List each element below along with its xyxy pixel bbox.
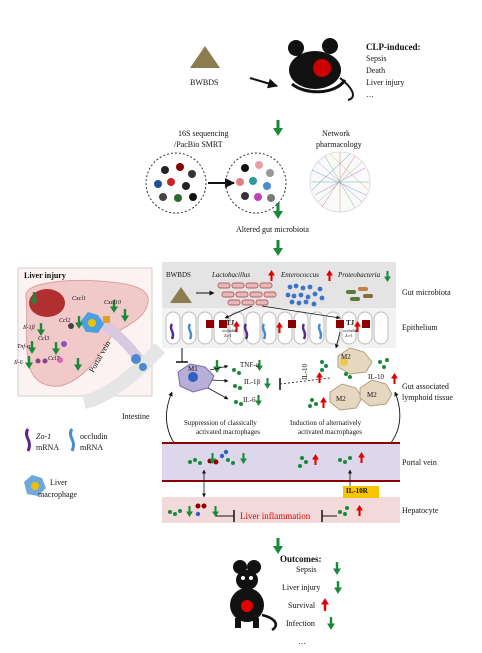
flow-arrow-4 xyxy=(273,538,283,554)
liver-macrophage-icon xyxy=(80,312,104,333)
clp-item: Death xyxy=(366,66,386,75)
treatment-arrow xyxy=(249,77,278,89)
bwbds-powder-icon xyxy=(190,46,220,68)
m1-macrophage-icon xyxy=(177,363,215,393)
clp-title: CLP-induced: xyxy=(366,42,421,52)
network-label: pharmacology xyxy=(316,140,362,149)
m1-label: M1 xyxy=(188,365,198,373)
zo1-legend-icon xyxy=(25,428,31,452)
cytokine-il1b: IL-1β xyxy=(244,378,260,386)
m2-label: M2 xyxy=(336,395,346,403)
suppression-label: activated macrophages xyxy=(196,428,260,436)
gene-ccl3: Ccl3 xyxy=(38,336,50,342)
gene-ccl2: Ccl2 xyxy=(59,318,71,324)
proteobacteria-cluster xyxy=(346,287,373,301)
clp-item: Sepsis xyxy=(366,54,387,63)
liver-lesion xyxy=(29,289,65,317)
bwbds-small-icon xyxy=(170,287,192,303)
zo1-legend-name: Zo-1 xyxy=(36,432,52,441)
row-label-galt: lymphoid tissue xyxy=(402,393,453,402)
intestine-label: Intestine xyxy=(122,412,150,421)
m2-label: M2 xyxy=(341,353,351,361)
network-pharmacology-graph xyxy=(309,151,371,213)
outcome-item: Infection xyxy=(286,619,315,628)
row-label-portal: Portal vein xyxy=(402,458,437,467)
bwbds-label: BWBDS xyxy=(190,78,219,87)
occludin-legend-name: occludin xyxy=(80,432,108,441)
enterococcus-label: Enterococcus xyxy=(281,271,319,279)
enterococcus-cluster xyxy=(285,283,325,307)
cytokine-tnf: TNF-α xyxy=(240,361,260,369)
tj-sub-right: occludin xyxy=(343,328,357,333)
flow-arrow-2 xyxy=(273,203,283,219)
outcome-item: … xyxy=(298,637,306,646)
tight-junction-left xyxy=(206,320,227,328)
tj-label-right: TJ xyxy=(346,319,355,327)
flow-arrow-1 xyxy=(273,120,283,136)
septic-mouse-icon xyxy=(288,38,354,101)
row-label-epithelium: Epithelium xyxy=(402,323,438,332)
mech-bwbds-label: BWBDS xyxy=(166,271,191,279)
flow-arrow-3 xyxy=(273,240,283,256)
tj-label-left: TJ xyxy=(226,319,235,327)
healthy-mouse-icon xyxy=(230,560,278,632)
intestine-tube xyxy=(82,343,166,409)
clp-item: … xyxy=(366,90,374,99)
altered-microbiota-label: Altered gut microbiota xyxy=(236,225,309,234)
tj-sub-left: Zo-1 xyxy=(224,333,232,338)
il10-label-vertical: IL-10 xyxy=(301,364,309,380)
liver-injury-title: Liver injury xyxy=(24,271,66,280)
il10r-box xyxy=(343,486,379,498)
portal-vein-band xyxy=(162,444,400,480)
sequencing-label: 16S sequencing xyxy=(178,129,229,138)
occludin-legend-icon xyxy=(69,428,75,452)
microbiome-after-circle xyxy=(225,152,287,214)
macrophage-legend-label: macrophage xyxy=(38,490,78,499)
gene-il6: Il-6 xyxy=(14,360,23,366)
row-label-hepatocyte: Hepatocyte xyxy=(402,506,439,515)
occludin-legend-unit: mRNA xyxy=(80,443,104,452)
macrophage-legend-label: Liver xyxy=(50,478,68,487)
induction-label: Induction of alternatively xyxy=(290,419,362,427)
liver-inflammation-label: Liver inflammation xyxy=(240,511,311,521)
suppression-label: Suppression of classically xyxy=(184,419,257,427)
proteobacteria-label: Proteobacteria xyxy=(338,271,381,279)
zo1-legend-unit: mRNA xyxy=(36,443,60,452)
lactobacillus-label: Lactobacillus xyxy=(212,271,251,279)
row-label-galt: Gut associated xyxy=(402,382,449,391)
macrophage-legend-icon xyxy=(24,475,46,496)
tj-sub-right: Zo-1 xyxy=(345,333,353,338)
gene-cxcl1: Cxcl1 xyxy=(72,296,86,302)
microbiome-before-circle xyxy=(145,152,207,214)
outcome-item: Liver injury xyxy=(282,583,321,592)
outcome-item: Survival xyxy=(288,601,316,610)
m2-label: M2 xyxy=(367,391,377,399)
row-label-microbiota: Gut microbiota xyxy=(402,288,451,297)
gene-ccl7: Ccl7 xyxy=(48,356,60,362)
outcome-item: Sepsis xyxy=(296,565,317,574)
il10-label: IL-10 xyxy=(368,373,384,381)
clp-item: Liver injury xyxy=(366,78,405,87)
gut-lumen-panel xyxy=(162,262,396,308)
cxcl10-marker xyxy=(103,316,110,323)
tight-junction-right xyxy=(336,320,370,328)
tj-sub-left: occludin xyxy=(222,328,236,333)
gene-cxcl10: Cxcl10 xyxy=(104,300,121,306)
cytokine-il6: IL-6 xyxy=(243,396,256,404)
sequencing-label: /PacBio SMRT xyxy=(174,140,223,149)
gene-il1b: Il-1β xyxy=(23,325,35,331)
outcomes-title: Outcomes: xyxy=(280,554,322,564)
il10r-label: IL-10R xyxy=(346,487,368,495)
network-label: Network xyxy=(322,129,350,138)
lactobacillus-cluster xyxy=(217,282,277,306)
induction-label: activated macrophages xyxy=(298,428,362,436)
gene-tnfa: Tnf-α xyxy=(17,344,31,350)
